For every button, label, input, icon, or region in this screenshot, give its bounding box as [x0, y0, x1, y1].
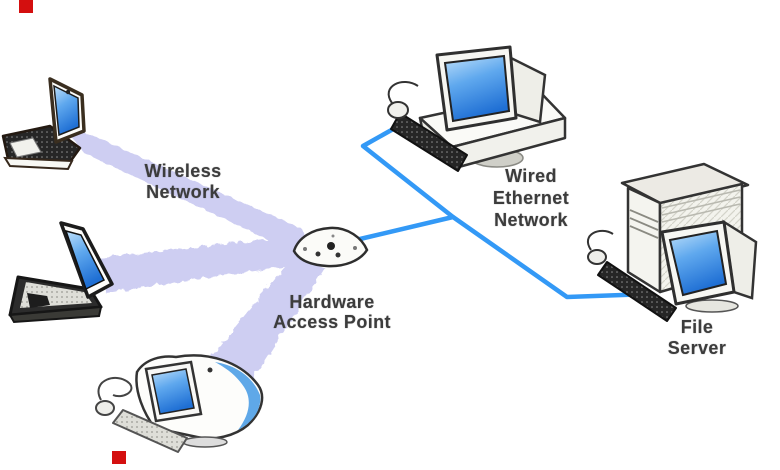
- wireless-network-label: Wireless Network: [144, 161, 221, 203]
- beam-laptop-middle-to-ap: [97, 236, 304, 293]
- file-server-line1: File: [680, 317, 714, 337]
- server-tower-icon: [587, 162, 758, 322]
- hardware-access-point-line2: Access Point: [273, 312, 391, 332]
- wired-ethernet-line1: Wired: [505, 166, 557, 186]
- ethernet-wires: [357, 125, 651, 300]
- wireless-beams: [60, 121, 325, 384]
- wired-ethernet-line3: Network: [494, 210, 568, 230]
- wired-ethernet-line2: Ethernet: [492, 188, 570, 208]
- access-point-icon: [292, 226, 369, 268]
- laptop-middle-icon: [8, 221, 114, 324]
- wired-ethernet-network-label: Wired Ethernet Network: [493, 165, 569, 231]
- red-marker-top-left[interactable]: [19, 0, 33, 13]
- imac-icon: [95, 354, 264, 453]
- beam-laptop-top-to-ap: [60, 121, 316, 262]
- wire-junction-to-ap: [357, 214, 456, 242]
- laptop-top-icon: [1, 77, 86, 171]
- hardware-access-point-line1: Hardware: [289, 292, 375, 312]
- red-marker-bottom[interactable]: [112, 451, 126, 464]
- file-server-label: File Server: [668, 317, 726, 359]
- desktop-computer-icon: [387, 45, 567, 172]
- wireless-network-line2: Network: [146, 182, 220, 202]
- beam-ap-to-imac: [206, 257, 325, 384]
- hardware-access-point-label: Hardware Access Point: [273, 292, 391, 332]
- wireless-network-line1: Wireless: [144, 161, 222, 181]
- file-server-line2: Server: [667, 338, 727, 358]
